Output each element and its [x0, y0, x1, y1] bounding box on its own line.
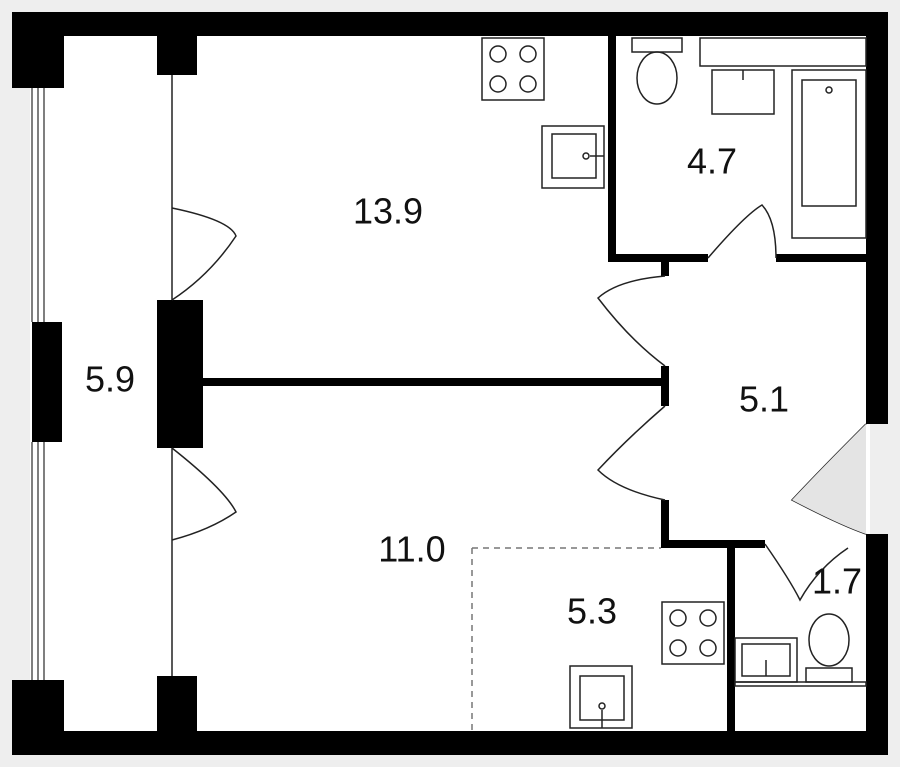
area-label-toilet: 1.7 [812, 561, 862, 602]
bathroom-sink [699, 37, 867, 115]
toilet-room-wc [805, 613, 853, 683]
walls [12, 12, 888, 755]
balcony-window [31, 88, 45, 680]
stove-top-room-13-9 [481, 37, 545, 101]
kitchen-zone-boundary [471, 547, 661, 731]
area-label-balcony: 5.9 [85, 359, 135, 400]
area-label-bathroom: 4.7 [687, 141, 737, 182]
entrance-door-shade [792, 424, 866, 534]
bathroom-toilet [631, 37, 683, 105]
sink-room-13-9 [541, 125, 605, 189]
stove-top-kitchen-zone [661, 601, 725, 665]
area-label-room-11-0: 11.0 [378, 529, 445, 570]
sink-kitchen-zone [569, 665, 633, 729]
area-label-kitchen-zone: 5.3 [567, 591, 617, 632]
toilet-room-sink [734, 637, 867, 687]
area-label-room-13-9: 13.9 [353, 191, 423, 232]
bathtub [791, 69, 867, 239]
area-label-hallway: 5.1 [739, 379, 789, 420]
